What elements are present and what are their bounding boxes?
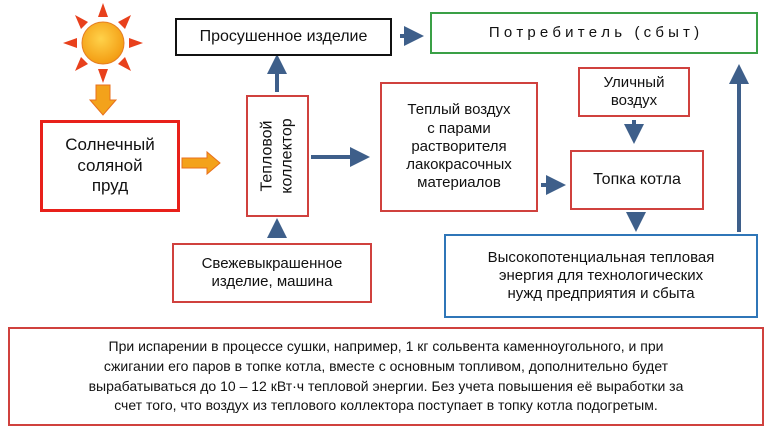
solar-pond-box: Солнечный соляной пруд xyxy=(40,120,180,212)
dried-product-box: Просушенное изделие xyxy=(175,18,392,56)
street-air-label: Уличный воздух xyxy=(603,73,665,109)
street-air-box: Уличный воздух xyxy=(578,67,690,117)
sun-to-pond-arrow xyxy=(88,84,118,116)
consumer-label: П о т р е б и т е л ь ( с б ы т ) xyxy=(488,23,700,41)
pond-to-collector-arrow xyxy=(181,150,221,176)
dried-product-label: Просушенное изделие xyxy=(199,28,368,46)
freshly-painted-label: Свежевыкрашенное изделие, машина xyxy=(201,254,343,290)
warm-air-label: Теплый воздух с парами растворителя лако… xyxy=(406,101,512,192)
note-box: При испарении в процессе сушки, например… xyxy=(8,327,764,426)
solar-pond-label: Солнечный соляной пруд xyxy=(65,134,155,196)
note-text: При испарении в процессе сушки, например… xyxy=(88,337,684,414)
heat-collector-label: Тепловой коллектор xyxy=(258,118,296,194)
boiler-furnace-label: Топка котла xyxy=(593,171,681,189)
warm-air-box: Теплый воздух с парами растворителя лако… xyxy=(380,82,538,212)
heat-collector-box: Тепловой коллектор xyxy=(246,95,309,217)
freshly-painted-box: Свежевыкрашенное изделие, машина xyxy=(172,243,372,303)
consumer-box: П о т р е б и т е л ь ( с б ы т ) xyxy=(430,12,758,54)
heat-energy-label: Высокопотенциальная тепловая энергия для… xyxy=(487,248,715,303)
sun-icon xyxy=(63,3,143,83)
boiler-furnace-box: Топка котла xyxy=(570,150,704,210)
heat-energy-box: Высокопотенциальная тепловая энергия для… xyxy=(444,234,758,318)
